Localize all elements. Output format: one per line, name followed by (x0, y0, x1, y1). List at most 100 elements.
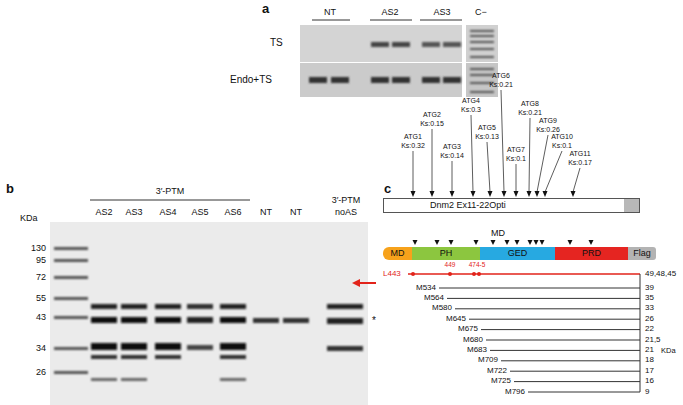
blot-band (155, 317, 181, 323)
marker-size: 43 (36, 313, 46, 322)
atg-label: ATG4 (462, 97, 480, 104)
site-dot (448, 272, 452, 276)
gel-image (300, 25, 462, 62)
atg-leader (471, 115, 473, 192)
atg-marker (491, 240, 496, 245)
gel-band (331, 77, 349, 83)
blot-band (220, 343, 246, 350)
blot-band (91, 317, 117, 323)
site-dot (477, 272, 481, 276)
blot-band (220, 317, 246, 323)
site-dot (411, 272, 415, 276)
construct-line (501, 360, 640, 361)
site-dot (472, 272, 476, 276)
atg-leader (537, 135, 548, 192)
blot-image (50, 222, 368, 405)
figure-label: M645 (446, 315, 466, 323)
figure-label: 449 (445, 262, 456, 269)
blot-band (220, 304, 246, 309)
arrowhead (543, 191, 548, 197)
red-arrow (352, 279, 360, 287)
figure-label: 17 (645, 367, 654, 375)
gel-band (443, 42, 461, 47)
blot-band (121, 355, 147, 359)
atg-label: Ks:0.3 (461, 106, 481, 113)
ladder-image (466, 63, 498, 97)
figure-label: NT (324, 8, 336, 17)
ladder-band (470, 56, 494, 58)
gel-image (300, 63, 462, 97)
atg-label: ATG7 (507, 146, 525, 153)
figure-label: C− (475, 8, 487, 17)
atg-label: Ks:0.13 (475, 133, 499, 140)
panel-letter: a (262, 2, 269, 15)
lane-bracket (312, 20, 350, 21)
atg-label: Ks:0.1 (552, 142, 572, 149)
ladder-band (470, 30, 494, 32)
figure-label: AS3 (433, 8, 450, 17)
atg-label: Ks:0.14 (440, 152, 464, 159)
construct-line (486, 340, 640, 341)
atg-leader (432, 129, 433, 192)
figure-label: AS2 (381, 8, 398, 17)
blot-band (91, 343, 117, 350)
ladder-band (470, 48, 494, 50)
figure-label: M683 (467, 346, 487, 354)
marker-size: 72 (36, 273, 46, 282)
atg-label: ATG10 (551, 133, 573, 140)
atg-label: ATG1 (404, 133, 422, 140)
arrowhead (450, 191, 455, 197)
blot-band (187, 317, 213, 323)
figure-label: M680 (463, 336, 483, 344)
figure-label: M564 (424, 294, 444, 302)
panel-letter: c (384, 182, 391, 195)
figure-label: * (372, 316, 376, 326)
figure-label: 39 (645, 284, 654, 292)
blot-band (187, 304, 213, 309)
ladder-band (54, 316, 88, 319)
blot-band (327, 304, 363, 309)
ladder-band (54, 276, 88, 279)
marker-size: 55 (36, 294, 46, 303)
construct-line (408, 273, 640, 275)
figure-label: AS6 (224, 208, 241, 217)
construct-line (469, 319, 640, 320)
blot-band (121, 304, 147, 309)
construct-line (490, 350, 640, 351)
figure-label: 33 (645, 304, 654, 312)
arrowhead (430, 191, 435, 197)
construct-line (514, 381, 640, 382)
lane-bracket (90, 200, 250, 201)
box-label: Dnm2 Ex11-22Opti (430, 199, 639, 212)
ladder-image (466, 25, 498, 62)
atg-label: Ks:0.21 (489, 81, 513, 88)
arrowhead (488, 191, 493, 197)
gel-band (371, 77, 389, 83)
figure-label: 26 (645, 315, 654, 323)
figure-label: Endo+TS (230, 75, 272, 85)
figure-label: 474-5 (469, 262, 486, 269)
ladder-band (54, 371, 88, 374)
blot-band (187, 345, 213, 350)
gel-band (371, 42, 389, 47)
atg-leader (573, 168, 580, 192)
atg-leader (413, 151, 414, 192)
figure-label: KDa (661, 347, 676, 355)
figure-label: 16 (645, 377, 654, 385)
box-label: PH (412, 247, 480, 260)
figure-label: M580 (432, 304, 452, 312)
ladder-band (470, 35, 494, 37)
construct-line (439, 288, 640, 289)
blot-band (155, 343, 181, 350)
figure-label: 18 (645, 356, 654, 364)
gel-band (392, 42, 410, 47)
atg-label: ATG11 (569, 150, 590, 157)
atg-marker (474, 240, 479, 245)
atg-marker (528, 240, 533, 245)
arrowhead (471, 191, 476, 197)
ladder-band (470, 74, 494, 76)
box-label: PRD (555, 247, 628, 260)
ladder-band (470, 91, 494, 93)
ladder-band (54, 297, 88, 300)
